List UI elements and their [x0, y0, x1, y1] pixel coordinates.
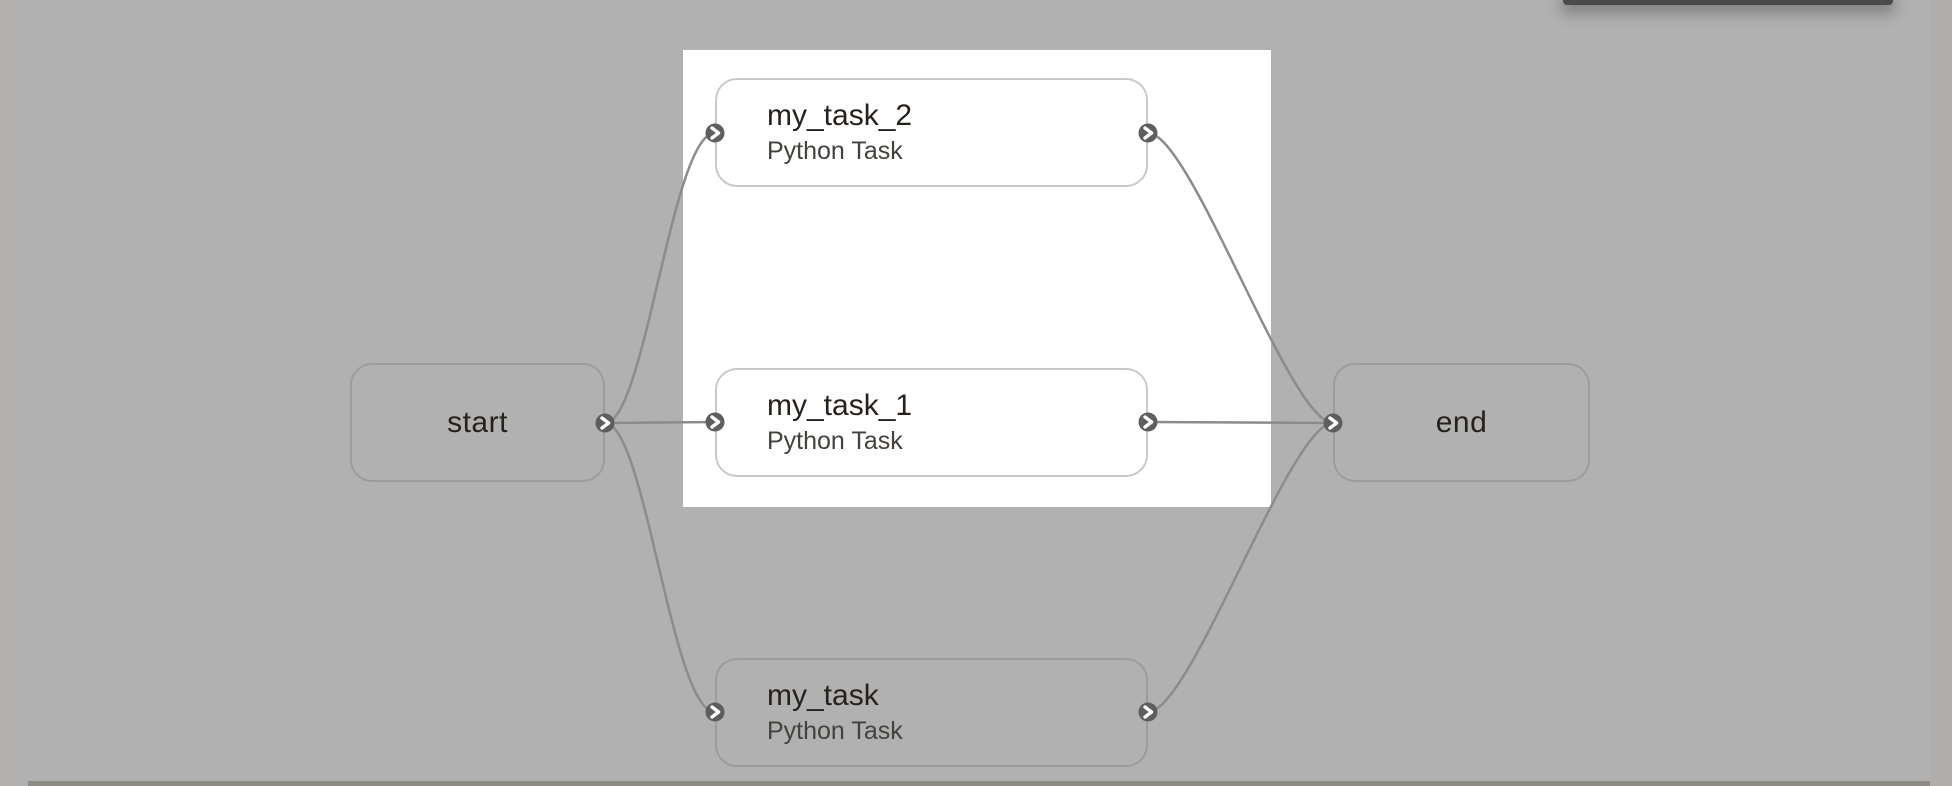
node-my_task_2[interactable]: my_task_2 Python Task	[715, 78, 1148, 187]
left-margin-strip	[0, 0, 11, 786]
node-my_task[interactable]: my_task Python Task	[715, 658, 1148, 767]
node-my_task_1-type: Python Task	[767, 427, 903, 455]
right-margin-strip	[1930, 0, 1952, 786]
node-end-label: end	[1435, 405, 1488, 439]
node-my_task_1-title: my_task_1	[767, 389, 913, 422]
overlay-panel-bottom-edge	[1563, 0, 1893, 5]
node-start[interactable]: start	[350, 363, 605, 482]
node-my_task_2-type: Python Task	[767, 137, 903, 165]
node-my_task_1[interactable]: my_task_1 Python Task	[715, 368, 1148, 477]
node-end[interactable]: end	[1333, 363, 1590, 482]
bottom-window-edge	[28, 781, 1930, 786]
node-my_task_2-title: my_task_2	[767, 99, 913, 132]
node-start-label: start	[447, 405, 508, 439]
node-my_task-type: Python Task	[767, 717, 903, 745]
node-my_task-title: my_task	[767, 679, 879, 712]
